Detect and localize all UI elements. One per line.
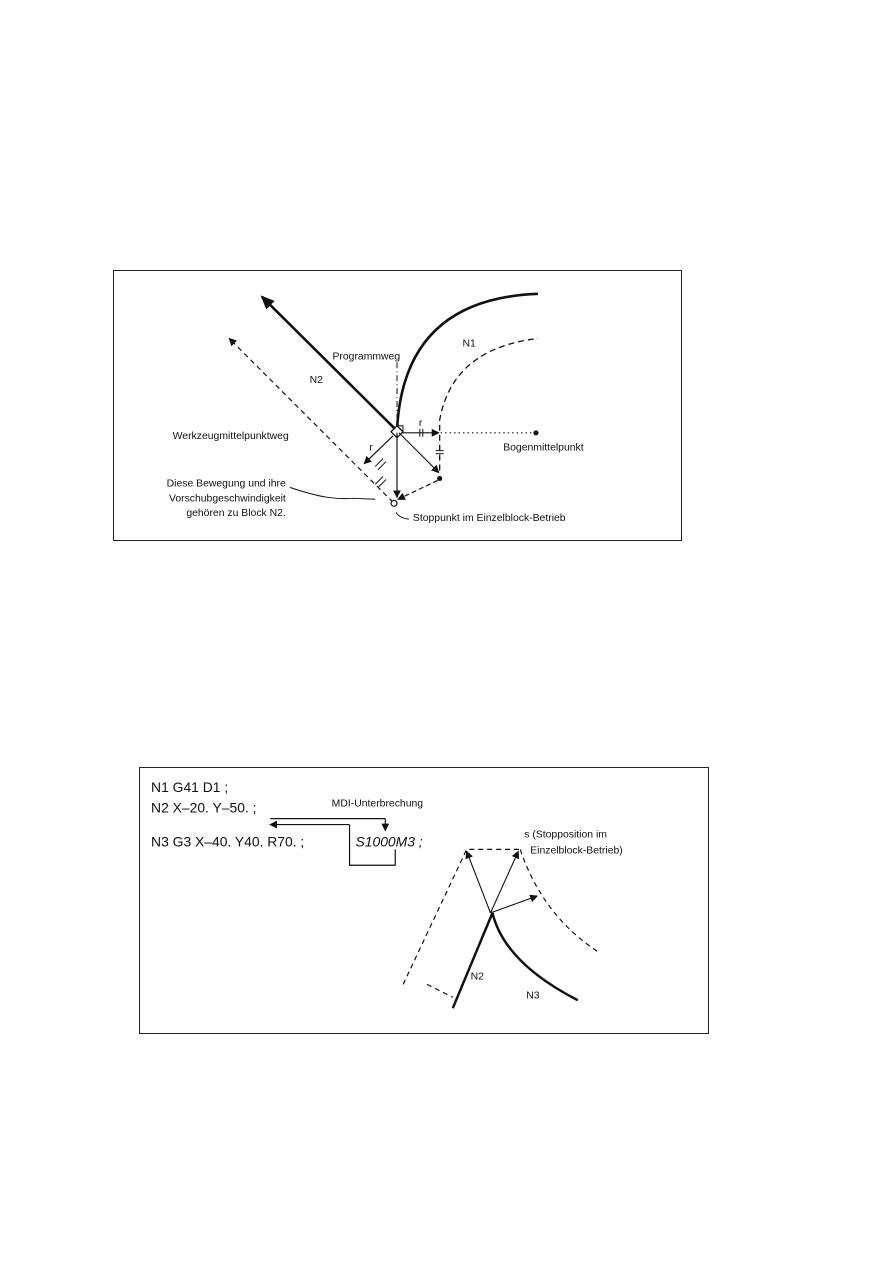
label-bogenmittelpunkt: Bogenmittelpunkt xyxy=(503,443,584,454)
dashed-return-arrow xyxy=(397,479,438,500)
tool-center-path xyxy=(426,983,454,998)
corner-to-offset-arrow xyxy=(398,432,440,474)
code-mdi-block: S1000M3 ; xyxy=(356,833,423,849)
figure-tool-path-diagram: N1 N2 Programmweg Werkzeugmittelpunktweg… xyxy=(113,270,682,541)
diagram-stroke xyxy=(374,458,384,467)
mdi-bracket-return xyxy=(348,824,396,866)
arc-center-point xyxy=(533,430,539,436)
label-programmweg: Programmweg xyxy=(332,351,400,362)
label-stopposition-2: Einzelblock-Betrieb) xyxy=(530,845,623,856)
vector-to-n3 xyxy=(490,894,539,914)
note-leader xyxy=(289,486,376,500)
label-n3: N3 xyxy=(526,990,540,1001)
figure-mdi-interrupt-diagram: N1 G41 D1 ; N2 X–20. Y–50. ; N3 G3 X–40.… xyxy=(139,767,709,1034)
note-line-1: Diese Bewegung und ihre xyxy=(167,478,286,489)
label-werkzeugmittelpunktweg: Werkzeugmittelpunktweg xyxy=(173,431,289,442)
label-n2: N2 xyxy=(310,375,324,386)
label-mdi-unterbrechung: MDI-Unterbrechung xyxy=(332,799,424,810)
label-n2: N2 xyxy=(471,971,485,982)
diagram-stroke xyxy=(377,461,387,470)
tool-path-svg: N1 N2 Programmweg Werkzeugmittelpunktweg… xyxy=(167,292,584,524)
tool-center-path-n2 xyxy=(228,337,394,503)
n2-program-path xyxy=(451,912,494,1009)
code-line-n2: N2 X–20. Y–50. ; xyxy=(151,800,256,816)
label-stoppunkt: Stoppunkt im Einzelblock-Betrieb xyxy=(413,513,566,524)
vector-to-stop xyxy=(490,850,520,914)
note-line-2: Vorschubgeschwindigkeit xyxy=(169,493,286,504)
label-stopposition-1: s (Stopposition im xyxy=(524,829,607,840)
offset-r-perpendicular xyxy=(363,435,394,465)
stop-leader xyxy=(395,511,409,520)
label-n1: N1 xyxy=(463,338,477,349)
code-line-n3: N3 G3 X–40. Y40. R70. ; xyxy=(151,833,304,849)
vector-to-n2-corner xyxy=(465,850,492,914)
label-r-perpendicular: r xyxy=(369,443,373,454)
diagram-stroke xyxy=(377,479,387,488)
mdi-interrupt-svg: N1 G41 D1 ; N2 X–20. Y–50. ; N3 G3 X–40.… xyxy=(151,779,623,1009)
n2-program-path xyxy=(260,295,398,432)
tool-center-path-n2 xyxy=(402,848,521,985)
n3-program-arc xyxy=(491,912,579,1002)
code-line-n1: N1 G41 D1 ; xyxy=(151,779,228,795)
tool-center-path-n3 xyxy=(519,849,599,953)
offset-point xyxy=(437,475,443,482)
n1-program-arc xyxy=(395,292,539,431)
note-line-3: gehören zu Block N2. xyxy=(186,508,286,519)
stop-point xyxy=(390,499,398,507)
label-r-horizontal: r xyxy=(419,418,423,429)
tool-center-path-n1 xyxy=(439,337,539,471)
diagram-stroke xyxy=(374,476,384,485)
